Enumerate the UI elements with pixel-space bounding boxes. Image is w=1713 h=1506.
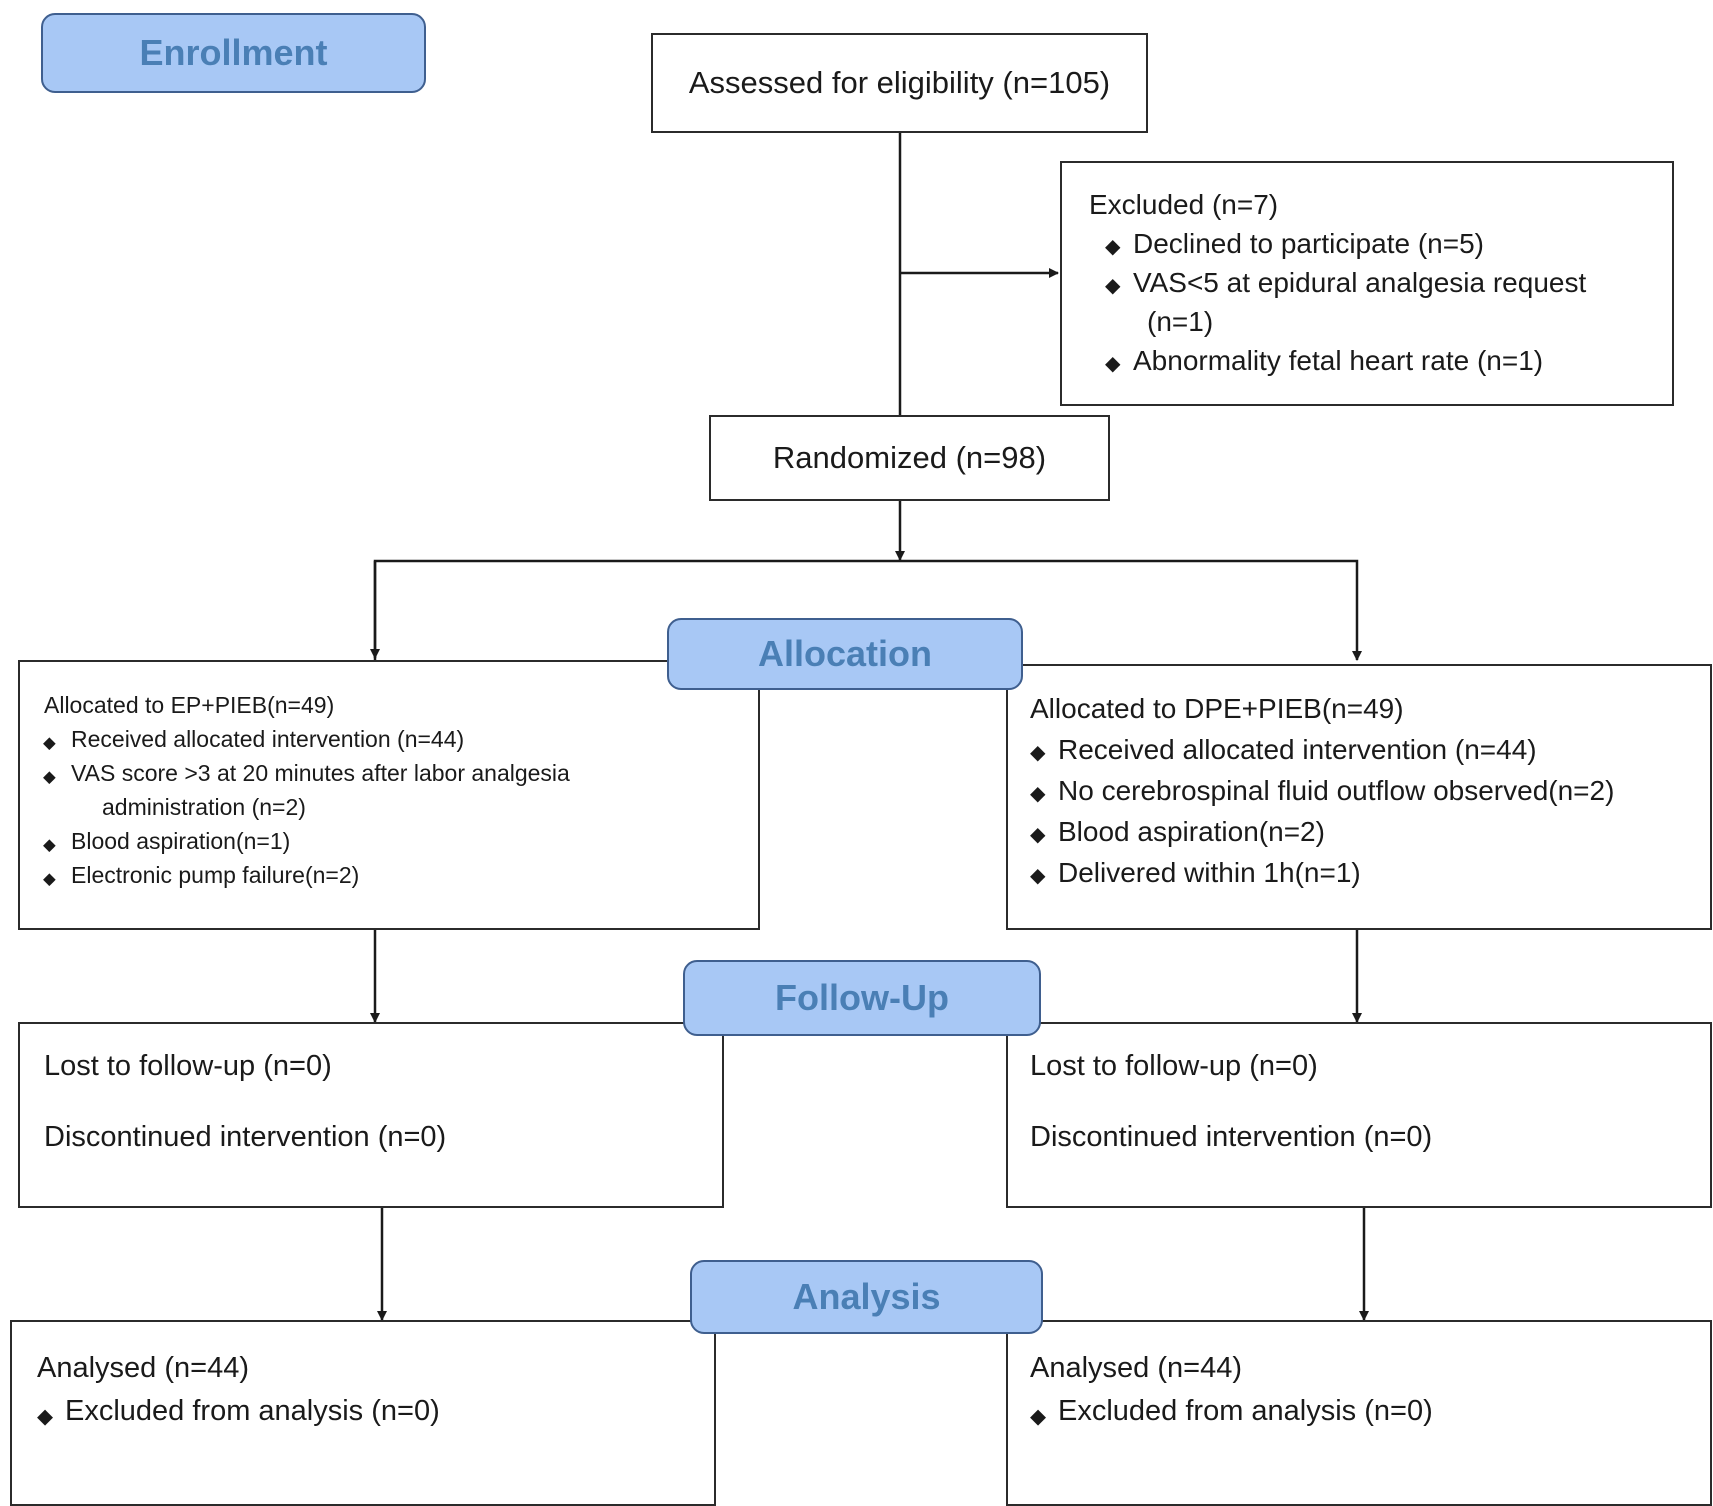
- excluded-item: Declined to participate (n=5): [1105, 224, 1672, 267]
- stage-label-allocation: Allocation: [667, 618, 1023, 690]
- right-allocation-item: No cerebrospinal fluid outflow observed(…: [1030, 770, 1710, 815]
- stage-label-followup: Follow-Up: [683, 960, 1041, 1036]
- stage-label-text: Enrollment: [139, 32, 328, 73]
- left-allocation-title: Allocated to EP+PIEB(n=49): [44, 692, 335, 718]
- right-excluded-from-analysis: Excluded from analysis (n=0): [1030, 1390, 1710, 1438]
- right-allocation-item: Blood aspiration(n=2): [1030, 811, 1710, 856]
- right-discontinued: Discontinued intervention (n=0): [1030, 1121, 1433, 1153]
- excluded-box: Excluded (n=7) Declined to participate (…: [1060, 161, 1674, 406]
- excluded-title: Excluded (n=7): [1089, 189, 1279, 220]
- right-allocation-item: Delivered within 1h(n=1): [1030, 852, 1710, 897]
- stage-label-text: Allocation: [757, 633, 932, 674]
- left-allocation-item: Received allocated intervention (n=44): [43, 722, 758, 760]
- left-allocation-box: Allocated to EP+PIEB(n=49) Received allo…: [18, 660, 760, 930]
- excluded-item: VAS<5 at epidural analgesia request: [1105, 263, 1672, 306]
- randomized-box: Randomized (n=98): [709, 415, 1110, 501]
- left-allocation-item: Electronic pump failure(n=2): [43, 858, 758, 896]
- excluded-item-continued: (n=1): [1147, 306, 1214, 337]
- assessed-box: Assessed for eligibility (n=105): [651, 33, 1148, 133]
- assessed-text: Assessed for eligibility (n=105): [688, 65, 1111, 100]
- left-excluded-from-analysis: Excluded from analysis (n=0): [37, 1390, 714, 1438]
- right-followup-box: Lost to follow-up (n=0) Discontinued int…: [1006, 1022, 1712, 1208]
- randomized-text: Randomized (n=98): [772, 440, 1047, 475]
- right-allocation-title: Allocated to DPE+PIEB(n=49): [1030, 693, 1404, 724]
- right-allocation-item: Received allocated intervention (n=44): [1030, 729, 1710, 774]
- left-discontinued: Discontinued intervention (n=0): [44, 1121, 447, 1153]
- excluded-item: Abnormality fetal heart rate (n=1): [1105, 341, 1672, 384]
- right-analysed: Analysed (n=44): [1030, 1352, 1242, 1384]
- left-allocation-item: Blood aspiration(n=1): [43, 824, 758, 862]
- stage-label-text: Follow-Up: [775, 977, 949, 1018]
- stage-label-text: Analysis: [792, 1276, 941, 1317]
- stage-label-enrollment: Enrollment: [41, 13, 426, 93]
- left-analysed: Analysed (n=44): [37, 1352, 249, 1384]
- right-allocation-box: Allocated to DPE+PIEB(n=49) Received all…: [1006, 664, 1712, 930]
- right-analysis-box: Analysed (n=44) Excluded from analysis (…: [1006, 1320, 1712, 1506]
- left-lost-to-followup: Lost to follow-up (n=0): [44, 1050, 332, 1082]
- left-followup-box: Lost to follow-up (n=0) Discontinued int…: [18, 1022, 724, 1208]
- stage-label-analysis: Analysis: [690, 1260, 1043, 1334]
- left-allocation-item: VAS score >3 at 20 minutes after labor a…: [43, 756, 758, 794]
- right-lost-to-followup: Lost to follow-up (n=0): [1030, 1050, 1318, 1082]
- left-analysis-box: Analysed (n=44) Excluded from analysis (…: [10, 1320, 716, 1506]
- left-allocation-item-continued: administration (n=2): [102, 794, 306, 820]
